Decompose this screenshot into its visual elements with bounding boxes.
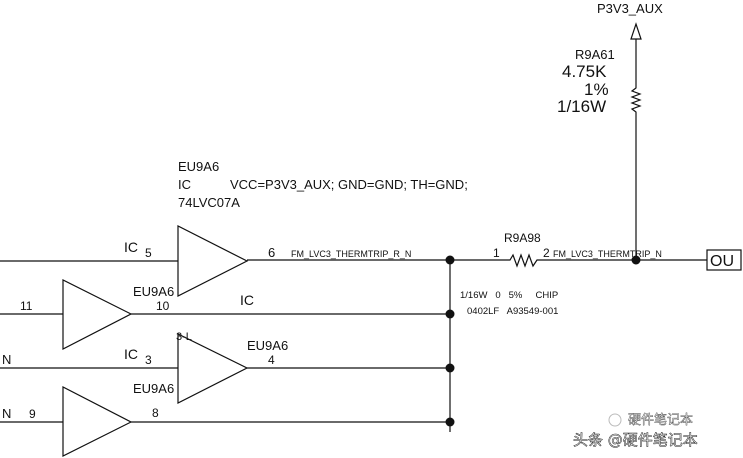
ic-power-note: VCC=P3V3_AUX; GND=GND; TH=GND; [230, 177, 468, 192]
offpage-connector [706, 249, 742, 271]
watermark-line-1: 硬件笔记本 [628, 412, 693, 428]
buffer-3-symbol [177, 333, 249, 404]
ic-part-number: 74LVC07A [178, 195, 240, 210]
buffer-1-in-label: IC [124, 239, 138, 255]
buffer-3-out-pin: 4 [268, 353, 275, 367]
net-out-label: FM_LVC3_THERMTRIP_N [553, 249, 662, 259]
buffer-2-out-pin: 10 [156, 299, 170, 313]
buffer-4-out-pin: 8 [152, 406, 159, 420]
junction-dot [445, 255, 455, 265]
buffer-3-partial-label: 3-L [176, 331, 192, 343]
series-resistor-pin2: 2 [543, 246, 550, 260]
buffer-1-in-pin: 5 [145, 246, 152, 260]
power-rail-label: P3V3_AUX [597, 1, 663, 16]
watermark-logo-icon [608, 413, 622, 427]
pullup-ref: R9A61 [575, 47, 615, 62]
series-resistor-pin1: 1 [493, 246, 500, 260]
series-resistor-ref: R9A98 [504, 231, 541, 245]
pullup-tolerance: 1% [584, 80, 609, 99]
ic-type: IC [178, 177, 191, 192]
power-rail-arrow [630, 22, 642, 40]
series-resistor-footprint: 0402LF A93549-001 [467, 306, 558, 317]
junction-dot [445, 417, 455, 427]
buffer-2-ref: EU9A6 [133, 284, 174, 299]
buffer-1-out-pin: 6 [268, 245, 275, 260]
left-net-fragment: N [2, 406, 11, 421]
watermark-line-2: 头条 @硬件笔记本 [573, 431, 698, 449]
junction-dot [445, 363, 455, 373]
series-resistor-spec: 1/16W 0 5% CHIP [460, 290, 558, 301]
buffer-1-symbol [177, 225, 249, 297]
buffer-3-ref: EU9A6 [247, 338, 288, 353]
buffer-3-in-label: IC [124, 346, 138, 362]
buffer-2-out-label: IC [240, 292, 254, 308]
buffer-3-in-pin: 3 [145, 353, 152, 367]
junction-dot [445, 309, 455, 319]
series-resistor-symbol [506, 253, 541, 268]
net-r-label: FM_LVC3_THERMTRIP_R_N [291, 249, 411, 259]
pullup-value: 4.75K [562, 62, 607, 81]
buffer-4-ref: EU9A6 [133, 381, 174, 396]
buffer-4-symbol [62, 386, 133, 457]
offpage-connector-label: OU [710, 253, 734, 270]
pullup-resistor-symbol [630, 84, 642, 116]
left-net-fragment: N [2, 352, 11, 367]
ic-ref: EU9A6 [178, 159, 219, 174]
buffer-2-in-pin: 11 [20, 299, 33, 313]
buffer-2-symbol [62, 279, 133, 350]
junction-dot [631, 255, 641, 265]
pullup-power: 1/16W [557, 97, 606, 116]
watermark: 硬件笔记本 头条 @硬件笔记本 [573, 412, 698, 449]
buffer-4-in-pin: 9 [29, 407, 36, 421]
